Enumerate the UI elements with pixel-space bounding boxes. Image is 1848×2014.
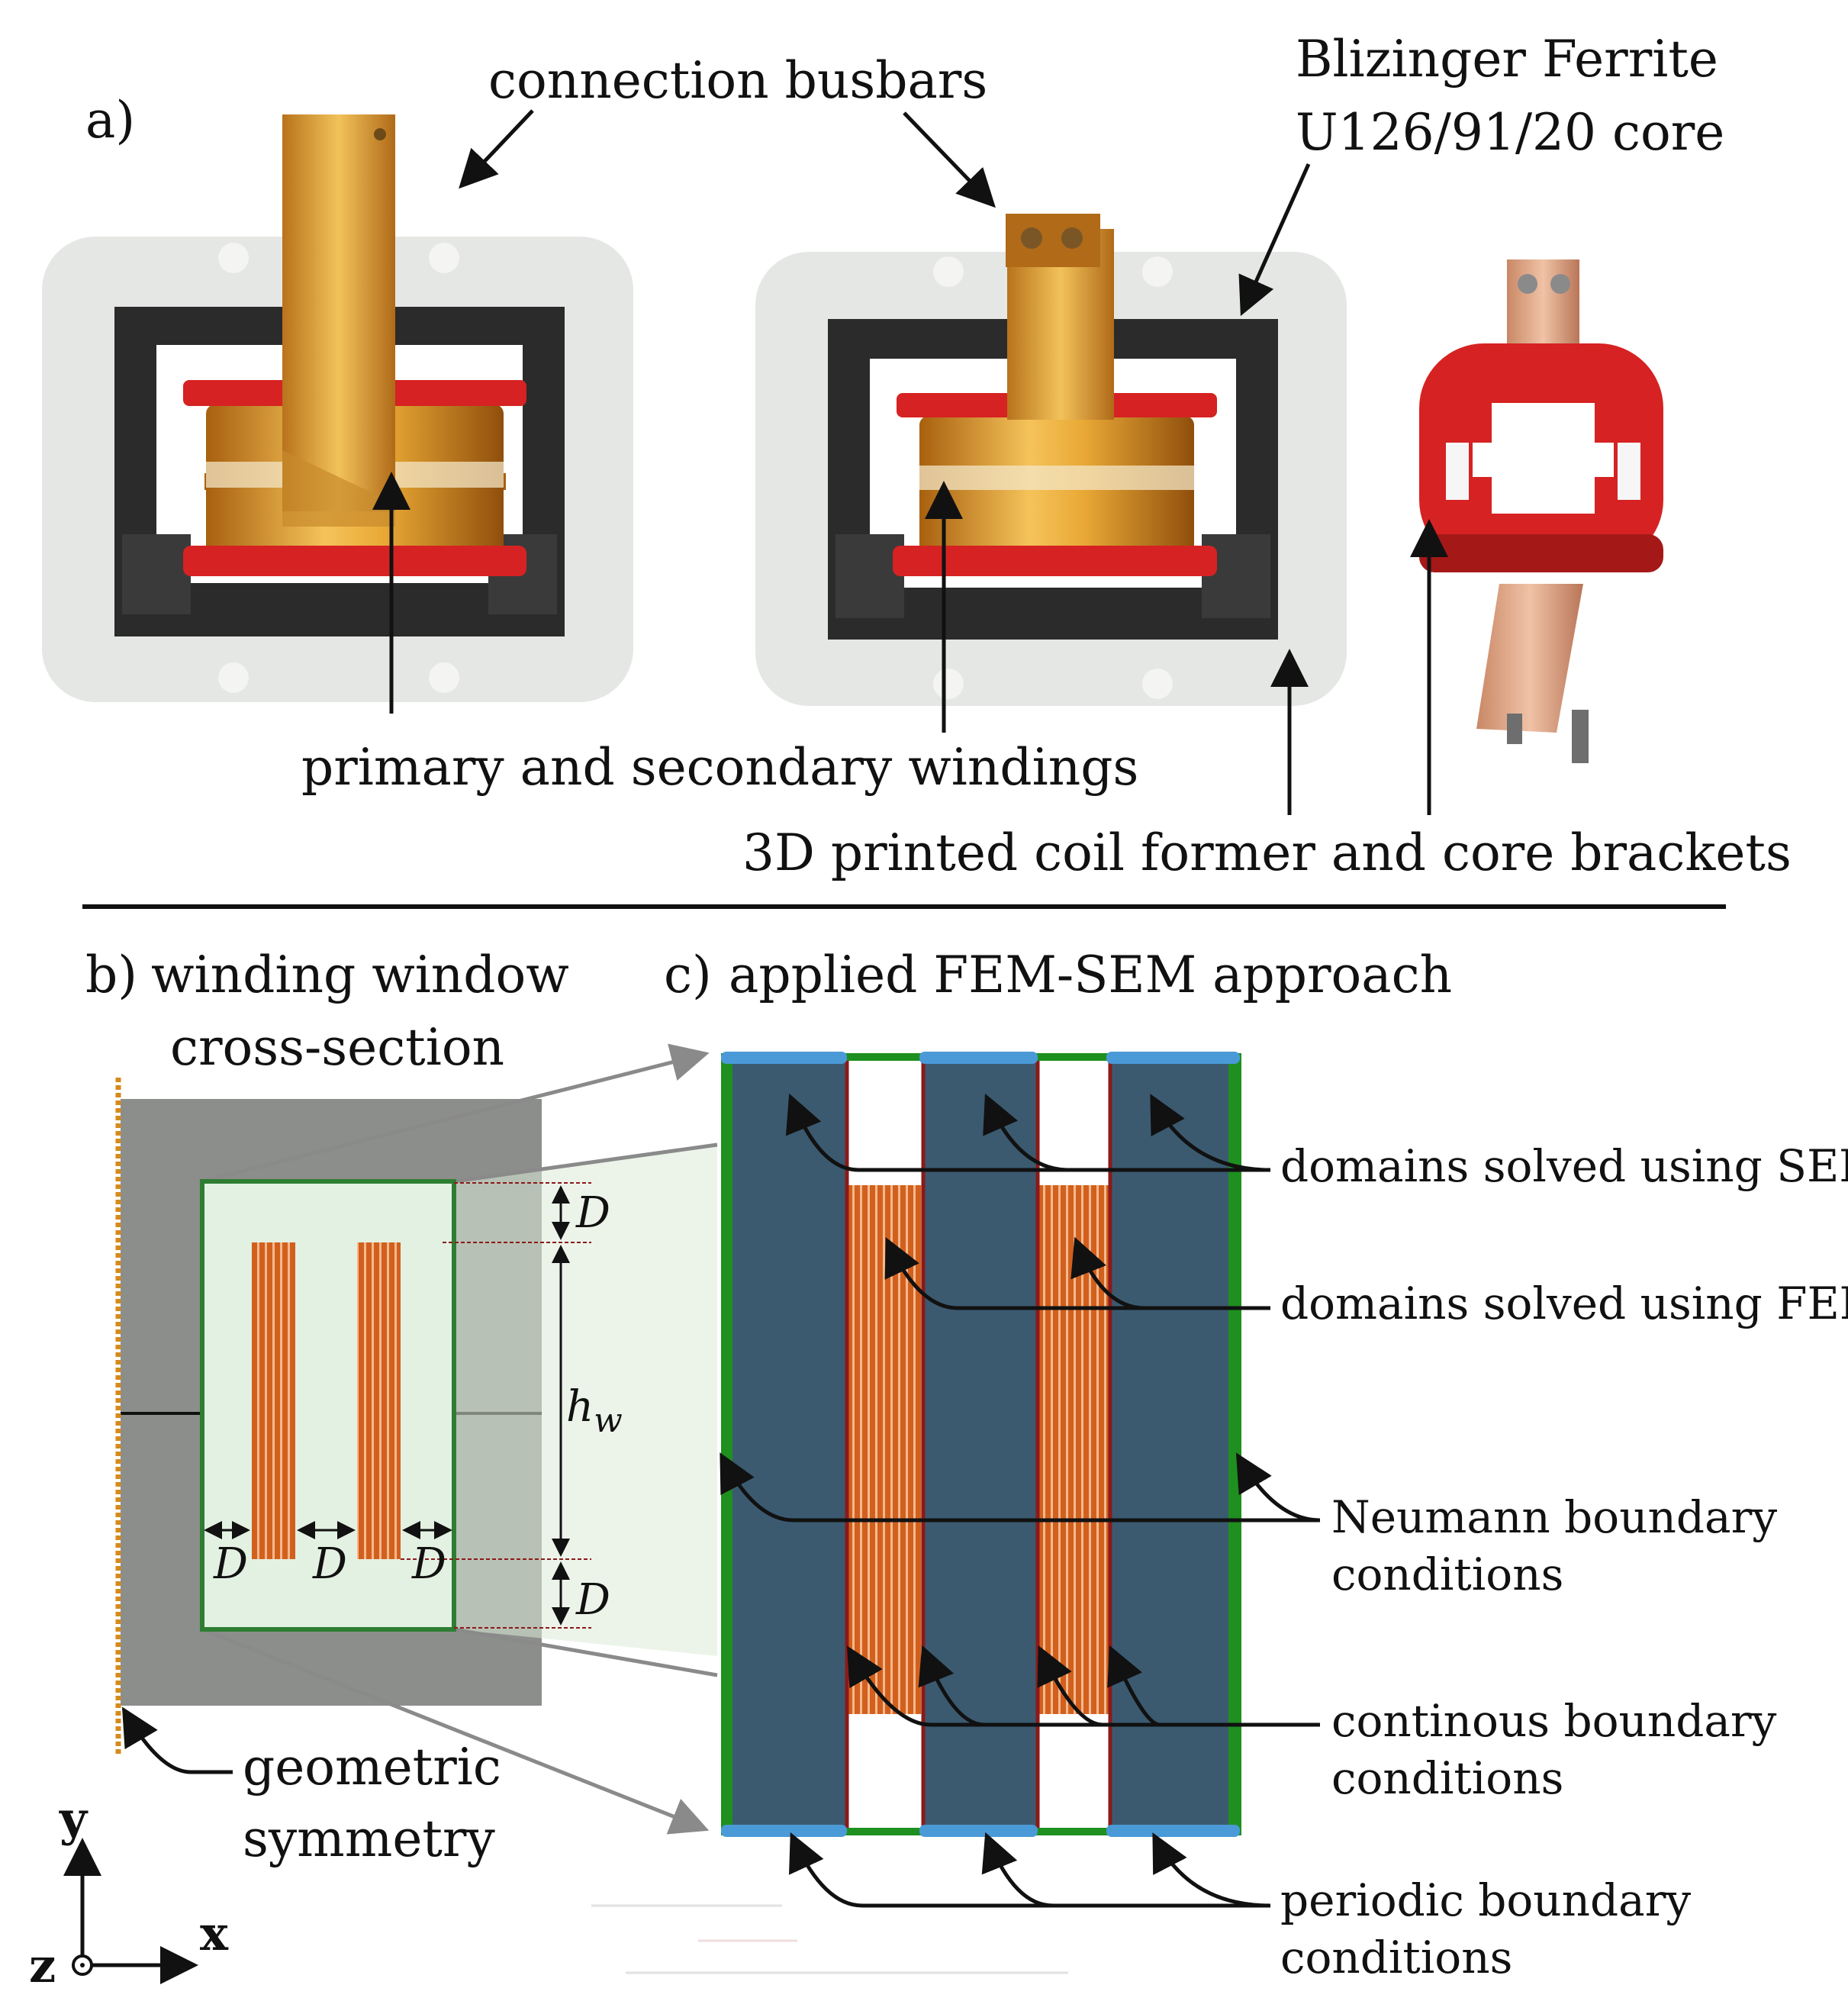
conductor-secondary [357, 1242, 401, 1559]
symmetry-arrow [121, 1706, 233, 1774]
former-label: 3D printed coil former and core brackets [742, 823, 1792, 882]
sem-domain-3 [1110, 1061, 1228, 1828]
panel-b-title-line2: cross-section [170, 1018, 504, 1077]
core-label-line1: Blizinger Ferrite [1296, 30, 1718, 89]
sem-domain-1 [732, 1061, 847, 1828]
panel-c-tag: c) [664, 946, 712, 1004]
photo-transformer-assembled [42, 114, 633, 702]
faint-rules [591, 1904, 1068, 1974]
dimension-arrows [204, 1185, 570, 1626]
panel-c: c) applied FEM-SEM approach do [664, 946, 1848, 1983]
continuous-label-line2: conditions [1331, 1752, 1563, 1804]
dim-d-right: D [411, 1539, 446, 1589]
photo-transformer-busbar [755, 214, 1347, 706]
periodic-label-line2: conditions [1280, 1932, 1512, 1983]
periodic-boundaries [721, 1052, 1240, 1837]
panel-a-tag: a) [85, 91, 135, 150]
dim-hw-base: h [566, 1382, 594, 1432]
neumann-label-line2: conditions [1331, 1548, 1563, 1600]
sem-domain-2 [923, 1061, 1038, 1828]
panel-a-arrows [372, 109, 1448, 815]
sem-label: domains solved using SEM [1280, 1140, 1848, 1192]
axes-triad: y x z [29, 1791, 229, 1993]
axis-y-label: y [59, 1791, 89, 1847]
dim-d-middle: D [312, 1539, 347, 1589]
continuous-label-line1: continous boundary [1331, 1695, 1777, 1747]
symmetry-label-line2: symmetry [243, 1809, 495, 1868]
neumann-label-line1: Neumann boundary [1331, 1491, 1777, 1543]
winding-window [200, 1179, 456, 1632]
dim-hw: hw [566, 1382, 623, 1440]
fem-conductor-1 [848, 1185, 922, 1714]
axis-x-label: x [200, 1906, 229, 1961]
core-label-line2: U126/91/20 core [1296, 103, 1724, 162]
dim-hw-sub: w [594, 1401, 623, 1440]
symmetry-label-line1: geometric [243, 1738, 501, 1796]
fem-label: domains solved using FEM [1280, 1278, 1848, 1329]
photo-coil-former [1419, 259, 1663, 763]
panel-c-title: applied FEM-SEM approach [729, 946, 1452, 1004]
periodic-label-line1: periodic boundary [1280, 1874, 1691, 1926]
dim-d-left: D [213, 1539, 248, 1589]
fem-conductor-2 [1039, 1185, 1109, 1714]
interface-lines [845, 1061, 1112, 1828]
axis-z-label: z [29, 1938, 56, 1993]
panel-a: a) [42, 30, 1792, 882]
busbars-label: connection busbars [488, 51, 987, 110]
dim-d-bottom: D [575, 1575, 610, 1625]
panel-b-tag: b) [85, 946, 137, 1004]
conductor-primary [252, 1242, 295, 1559]
panel-c-arrows [720, 1093, 1321, 1908]
panel-b: b) winding window cross-section [85, 946, 718, 1868]
panel-b-title-line1: winding window [151, 946, 569, 1004]
windings-label: primary and secondary windings [301, 738, 1138, 797]
dim-d-top: D [575, 1188, 610, 1238]
